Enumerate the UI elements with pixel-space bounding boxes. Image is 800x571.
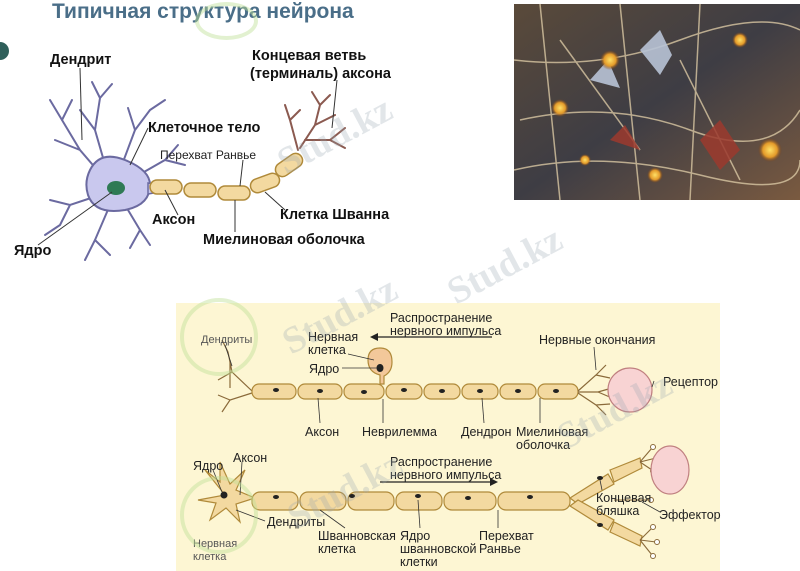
- label-spread-lower-1: Распространение: [390, 455, 493, 469]
- label-receptor: Рецептор: [663, 375, 718, 389]
- label-myelin-upper-2: оболочка: [516, 438, 571, 452]
- dendrite-branches: [44, 81, 186, 261]
- label-schwann-nucleus-1: Ядро: [400, 529, 431, 543]
- label-terminal-line2: (терминаль) аксона: [250, 66, 391, 82]
- label-myelin: Миелиновая оболочка: [203, 232, 365, 248]
- label-schwann-cell: Клетка Шванна: [280, 207, 390, 223]
- label-spread-upper-1: Распространение: [390, 311, 493, 325]
- label-spread-lower-2: нервного импульса: [390, 468, 502, 482]
- nucleus-shape: [107, 181, 125, 195]
- label-nerve-cell-lower-2: клетка: [193, 551, 227, 563]
- myelin-segments: [149, 152, 304, 201]
- label-ranvier: Перехват Ранвье: [160, 148, 257, 162]
- label-axon-lower: Аксон: [233, 451, 268, 465]
- watermark-logo-icon: [180, 476, 258, 554]
- sensory-neuron: [217, 333, 655, 424]
- watermark-logo-icon: [195, 2, 258, 40]
- label-terminal-line1: Концевая ветвь: [252, 48, 367, 64]
- label-nerve-cell-upper-1: Нервная: [308, 330, 359, 344]
- label-ranvier-lower-1: Перехват: [479, 529, 534, 543]
- neuron-diagram-top: [37, 67, 346, 261]
- label-schwann-lower-2: клетка: [318, 542, 356, 556]
- axon-terminal-branches: [284, 91, 346, 151]
- label-myelin-upper-1: Миелиновая: [516, 425, 589, 439]
- label-nucleus-upper: Ядро: [309, 362, 340, 376]
- label-axon-upper: Аксон: [305, 425, 340, 439]
- label-nerve-endings: Нервные окончания: [539, 333, 656, 347]
- label-schwann-nucleus-3: клетки: [400, 555, 438, 569]
- label-dendrite: Дендрит: [50, 52, 112, 68]
- bottom-diagram-panel: [176, 303, 720, 571]
- label-schwann-nucleus-2: шванновской: [400, 542, 477, 556]
- label-effector: Эффектор: [659, 508, 721, 522]
- slide-bullet: [0, 42, 9, 60]
- label-end-plate-2: бляшка: [596, 504, 640, 518]
- neuron-photo: [513, 3, 800, 201]
- label-end-plate-1: Концевая: [596, 491, 652, 505]
- label-spread-upper-2: нервного импульса: [390, 324, 502, 338]
- watermark-logo-icon: [180, 298, 258, 376]
- label-nucleus: Ядро: [14, 243, 52, 259]
- label-axon: Аксон: [152, 212, 196, 228]
- label-nucleus-lower: Ядро: [193, 459, 224, 473]
- label-dendrites-lower: Дендриты: [267, 515, 326, 529]
- label-schwann-lower-1: Шванновская: [318, 529, 396, 543]
- label-dendron: Дендрон: [461, 425, 512, 439]
- label-neurilemma: Неврилемма: [362, 425, 437, 439]
- label-nerve-cell-upper-2: клетка: [308, 343, 346, 357]
- label-cell-body: Клеточное тело: [148, 120, 261, 136]
- label-ranvier-lower-2: Ранвье: [479, 542, 521, 556]
